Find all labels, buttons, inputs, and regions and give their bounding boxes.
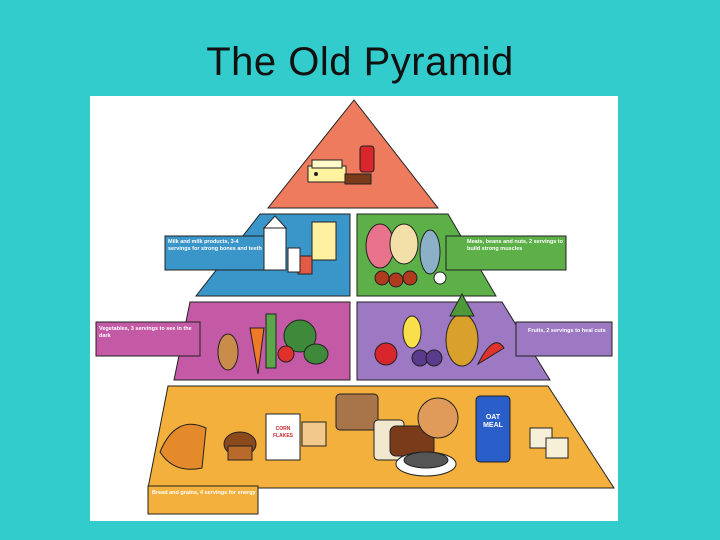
tier-label-grains: Bread and grains, 4 servings for energy [152, 490, 256, 497]
oat-can-label: OAT MEAL [478, 414, 508, 430]
cereal-box-label: CORN FLAKES [268, 426, 298, 439]
food-pyramid-graphic [90, 96, 618, 521]
tier-label-meats: Meats, beans and nuts, 2 servings to bui… [467, 239, 563, 252]
food-pyramid-illustration: Fats and sweets, eat less Milk and milk … [90, 96, 618, 521]
tier-label-milk: Milk and milk products, 3-4 servings for… [168, 239, 262, 252]
tier-label-fats-sweets: Fats and sweets, eat less [238, 160, 300, 173]
meat-fish-beans-icon [366, 224, 446, 287]
tier-label-fruits: Fruits, 2 servings to heal cuts [528, 328, 610, 335]
tier-label-vegetables: Vegetables, 3 servings to see in the dar… [99, 326, 195, 339]
tier-fats-sweets [268, 100, 438, 208]
slide-title: The Old Pyramid [0, 40, 720, 85]
